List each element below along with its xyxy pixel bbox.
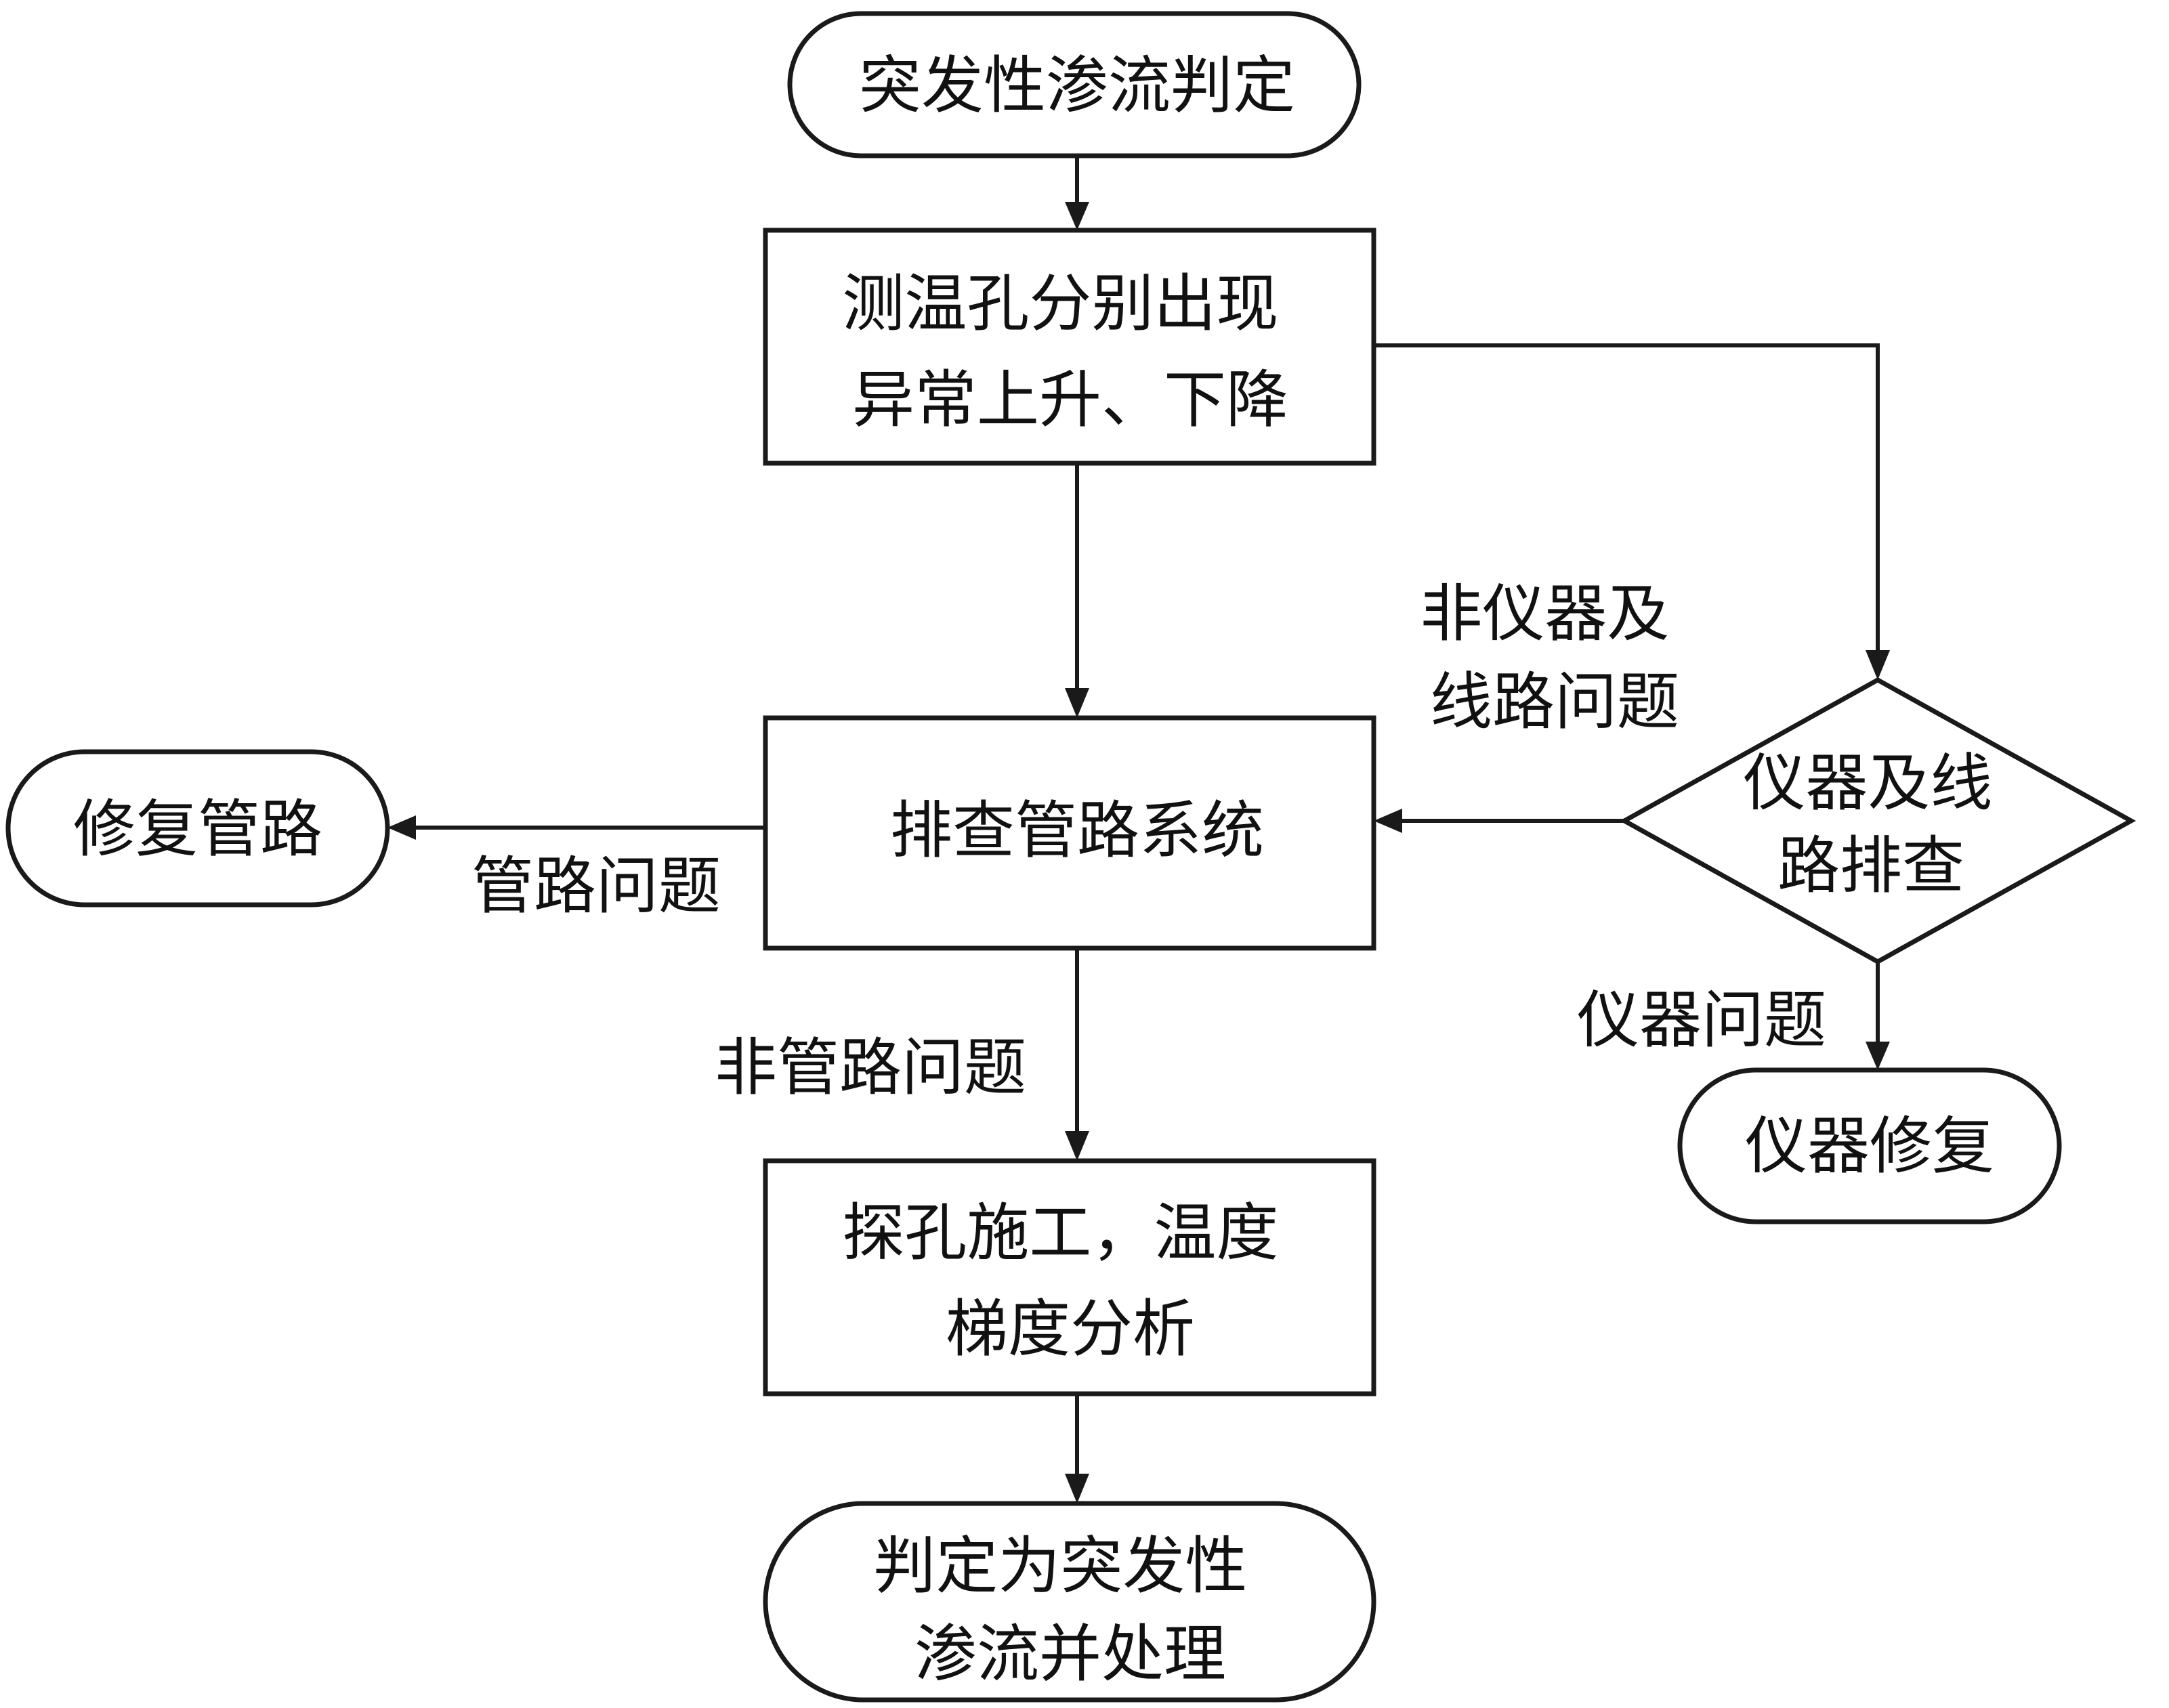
repair-instrument-terminal: 仪器修复	[1677, 1067, 2062, 1224]
arrow-instrument-check-to-repair-instrument	[1866, 962, 1890, 1070]
probe-drilling-label-line: 梯度分析	[946, 1293, 1195, 1365]
edge-label-non-instrument-issue: 非仪器及 线路问题	[1420, 578, 1689, 738]
repair-pipe-label-line: 修复管路	[73, 793, 322, 866]
arrow-probe-drilling-to-conclusion	[1065, 1394, 1089, 1503]
edge-label-line: 非管路问题	[715, 1031, 1026, 1104]
probe-drilling-label-line: 探孔施工，温度	[842, 1197, 1278, 1269]
arrow-instrument-check-to-inspect-pipe	[1374, 809, 1624, 833]
start-terminal: 突发性渗流判定	[787, 11, 1362, 158]
inspect-pipe-process: 排查管路系统	[763, 715, 1376, 951]
temp-anomaly-label-line: 测温孔分别出现	[842, 268, 1278, 340]
arrow-start-to-temp-anomaly	[1065, 156, 1089, 230]
temp-anomaly-label-line: 异常上升、下降	[852, 364, 1288, 436]
inspect-pipe-label: 排查管路系统	[890, 794, 1264, 867]
start-label: 突发性渗流判定	[859, 49, 1295, 122]
conclusion-terminal: 判定为突发性 渗流并处理	[763, 1501, 1376, 1703]
inspect-pipe-label-line: 排查管路系统	[890, 794, 1264, 867]
edge-label-non-pipe-issue: 非管路问题	[715, 1031, 1026, 1104]
instrument-check-label: 仪器及线 路排查	[1743, 747, 2012, 902]
edge-label-line: 仪器问题	[1577, 984, 1826, 1056]
connectors	[387, 156, 1890, 1503]
instrument-check-decision: 仪器及线 路排查	[1619, 677, 2136, 965]
repair-pipe-label: 修复管路	[73, 793, 322, 866]
conclusion-label-line: 判定为突发性	[873, 1530, 1247, 1602]
temp-anomaly-label: 测温孔分别出现 异常上升、下降	[842, 268, 1298, 436]
instrument-check-label-line: 路排查	[1777, 830, 1964, 902]
conclusion-label: 判定为突发性 渗流并处理	[873, 1530, 1267, 1690]
instrument-check-label-line: 仪器及线	[1743, 747, 1992, 819]
edge-label-instrument-issue: 仪器问题	[1577, 984, 1826, 1056]
repair-instrument-label-line: 仪器修复	[1745, 1110, 1994, 1182]
probe-drilling-process: 探孔施工，温度 梯度分析	[763, 1158, 1376, 1396]
edge-label-line: 线路问题	[1430, 666, 1679, 738]
arrow-inspect-pipe-to-probe-drilling	[1065, 948, 1089, 1161]
edge-label-line: 非仪器及	[1420, 578, 1669, 650]
edge-label-pipe-issue: 管路问题	[471, 850, 721, 922]
temp-anomaly-process: 测温孔分别出现 异常上升、下降	[763, 228, 1376, 466]
arrow-temp-anomaly-to-inspect-pipe	[1065, 463, 1089, 718]
edge-label-line: 管路问题	[471, 850, 721, 922]
repair-pipe-terminal: 修复管路	[5, 749, 390, 908]
start-label-line: 突发性渗流判定	[859, 49, 1295, 122]
arrow-temp-anomaly-to-instrument-check	[1374, 343, 1890, 680]
edge-labels: 非仪器及 线路问题 管路问题 仪器问题 非管路问题	[471, 578, 1826, 1104]
probe-drilling-label: 探孔施工，温度 梯度分析	[842, 1197, 1298, 1365]
arrow-inspect-pipe-to-repair-pipe	[387, 815, 765, 840]
conclusion-label-line: 渗流并处理	[914, 1618, 1226, 1690]
repair-instrument-label: 仪器修复	[1745, 1110, 1994, 1182]
